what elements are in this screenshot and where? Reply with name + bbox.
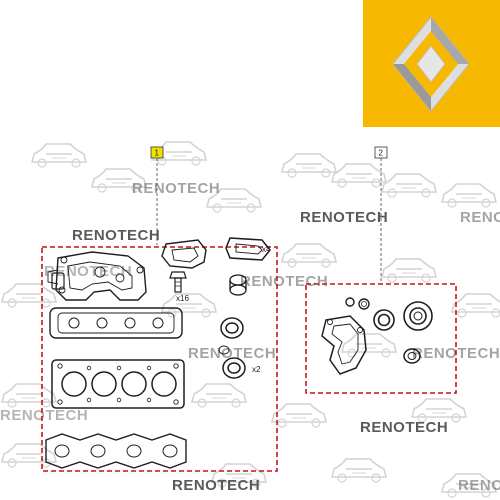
watermark-text: RENOTECH	[300, 209, 388, 226]
tube-seal-quantity: x4	[262, 245, 271, 254]
small-o-ring	[345, 297, 370, 310]
crankshaft-oil-seal	[373, 301, 433, 331]
kit-one-callout: 1	[150, 146, 164, 245]
watermark-text: RENOTECH	[132, 180, 220, 197]
watermark-text: RENOTECH	[172, 477, 260, 494]
manifold-gasket	[45, 433, 187, 469]
camshaft-oil-seal	[218, 317, 246, 379]
watermark-text: RENOTECH	[458, 477, 500, 494]
timing-cover-gasket	[47, 251, 147, 301]
watermark-text: RENOTECH	[188, 345, 276, 362]
pump-o-ring	[403, 348, 421, 364]
small-gasket-strip	[51, 272, 65, 290]
watermark-text: RENOTECH	[0, 407, 88, 424]
tube-seal-ring	[225, 237, 271, 261]
head-bolt	[169, 271, 187, 293]
kit-two-frame	[305, 283, 457, 394]
water-pump-gasket	[321, 315, 367, 375]
watermark-text: RENOTECH	[44, 263, 132, 280]
bolt-quantity: x16	[176, 294, 189, 303]
kit-two-number: 2	[379, 149, 384, 158]
kit-one-number: 1	[155, 149, 160, 158]
kit-one-frame	[41, 246, 278, 472]
kit-two-callout: 2	[374, 146, 388, 283]
watermark-text: RENOTECH	[72, 227, 160, 244]
watermark-text: RENOTECH	[240, 273, 328, 290]
watermark-texts: RENOTECH RENOTECH RENOTECH RENOTECH RENO…	[0, 180, 500, 494]
oil-seal-quantity: x2	[252, 365, 261, 374]
valve-cover-gasket	[49, 307, 183, 339]
watermark-text: RENOTECH	[360, 419, 448, 436]
watermark-text: RENOTECH	[460, 209, 500, 226]
cylinder-head-gasket	[51, 359, 185, 409]
water-outlet-gasket	[161, 239, 207, 269]
cylinder-seal	[229, 274, 247, 296]
renault-logo	[363, 0, 500, 127]
